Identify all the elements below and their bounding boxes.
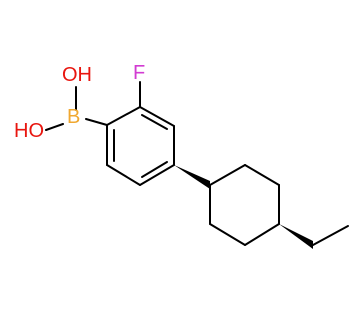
- b-c1-bond: [85, 118, 108, 126]
- ring-double-c2-c3: [141, 114, 168, 130]
- chx-bond-1: [209, 164, 246, 186]
- ring-bond-c2-c3: [139, 106, 175, 127]
- chx-bond-4: [244, 223, 280, 246]
- ethyl-bond-1: [312, 225, 349, 246]
- atom-label-oh-top: OH: [62, 64, 92, 86]
- ring-bond-c1-c2: [106, 106, 141, 126]
- ring-bond-c4-c5: [139, 164, 175, 186]
- atom-label-ho-left: HO: [14, 120, 44, 142]
- chx-bond-5: [209, 223, 246, 246]
- wedge-bond-cyclohexyl-ethyl: [279, 224, 313, 249]
- wedge-bond-aryl-cyclohexyl: [174, 165, 210, 189]
- ring-double-c4-c5: [141, 161, 168, 178]
- chx-bond-2: [244, 164, 280, 186]
- atom-label-boron: B: [67, 106, 80, 128]
- b-o-left-bond: [45, 123, 64, 131]
- ring-bond-c5-c6: [106, 164, 141, 186]
- bond-group: [45, 81, 349, 246]
- atom-label-fluorine: F: [133, 62, 145, 84]
